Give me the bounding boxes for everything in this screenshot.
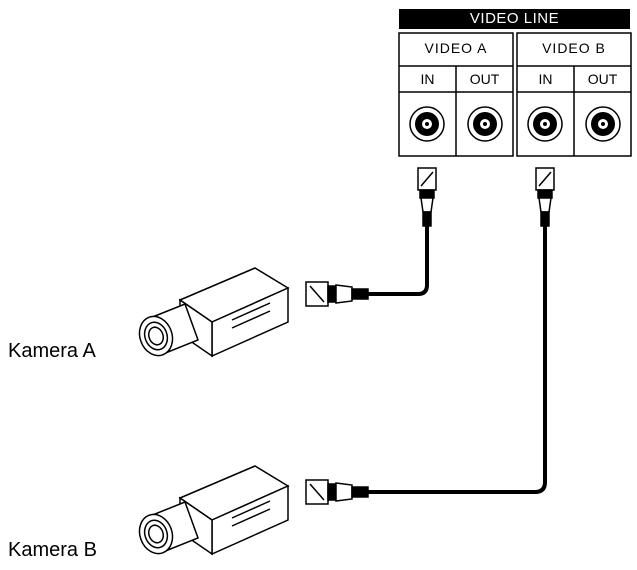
video-line-panel <box>398 32 632 157</box>
camera-a-label: Kamera A <box>8 340 96 362</box>
video-camera-icon <box>138 465 290 556</box>
camera-b-label: Kamera B <box>8 539 97 561</box>
bnc-plug-icon <box>535 167 555 227</box>
video-line-title: VIDEO LINE <box>399 9 630 29</box>
bnc-jack-icon <box>585 106 621 142</box>
bnc-plug-icon <box>305 281 369 307</box>
video-b-out-label: OUT <box>587 71 618 87</box>
video-a-out-label: OUT <box>469 71 500 87</box>
video-b-label: VIDEO B <box>542 40 606 56</box>
video-a-in-label: IN <box>420 71 435 87</box>
video-b-in-label: IN <box>538 71 553 87</box>
cable-a <box>368 226 429 296</box>
bnc-jack-icon <box>409 106 445 142</box>
video-a-label: VIDEO A <box>424 40 488 56</box>
bnc-jack-icon <box>527 106 563 142</box>
cable-b <box>368 226 547 494</box>
bnc-jack-icon <box>467 106 503 142</box>
bnc-plug-icon <box>305 479 369 505</box>
video-camera-icon <box>138 267 290 358</box>
bnc-plug-icon <box>417 167 437 227</box>
